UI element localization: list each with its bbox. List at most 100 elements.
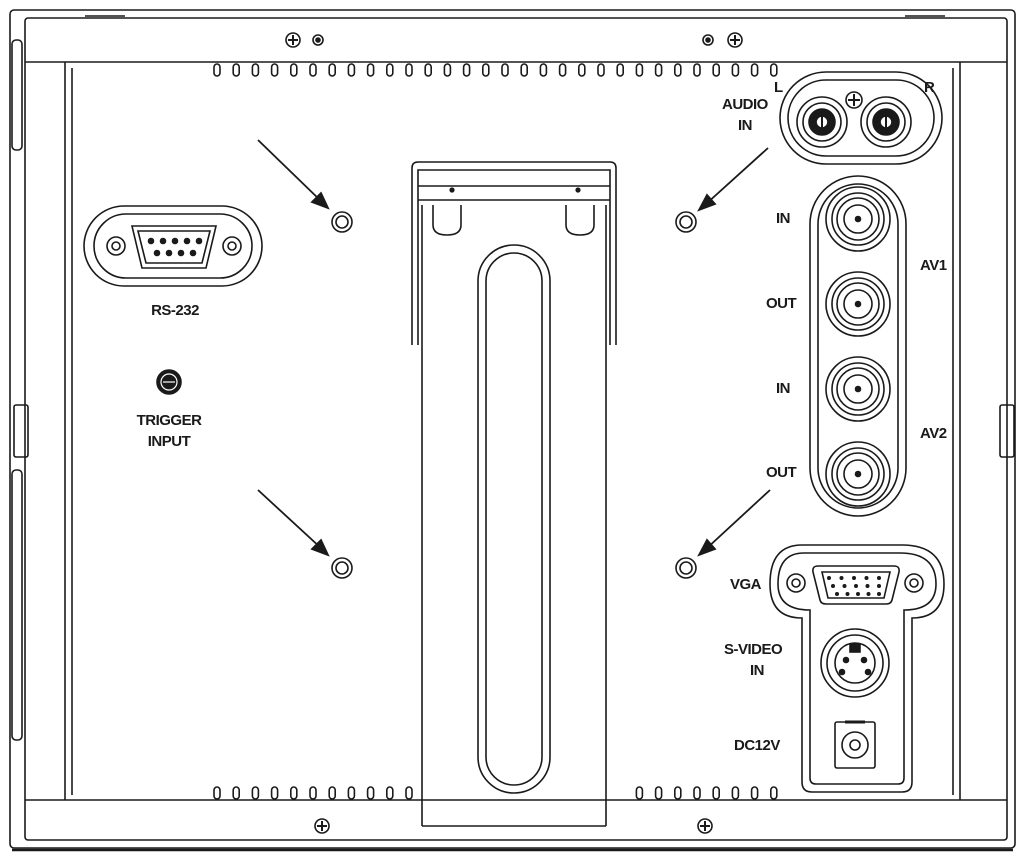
vent-slot — [405, 63, 413, 77]
arrows — [257, 139, 771, 557]
av1-out-label: OUT — [766, 295, 797, 312]
vent-slot — [366, 63, 375, 77]
rs232-label: RS-232 — [151, 302, 199, 319]
vga-label: VGA — [730, 576, 762, 593]
top-screws — [285, 32, 743, 48]
vent-slot — [693, 786, 701, 800]
vga-svideo-dc-plate — [769, 544, 945, 793]
vent-slot — [462, 63, 471, 77]
audio-in-label: AUDIO — [722, 96, 768, 113]
vesa-mount-holes — [331, 211, 697, 579]
arrow-icon — [257, 489, 330, 557]
vent-slot — [232, 786, 240, 800]
vent-slot — [520, 63, 529, 77]
mount-hole-icon — [331, 211, 353, 233]
vent-slot — [712, 786, 721, 800]
arrow-icon — [697, 489, 771, 557]
vent-slot — [693, 63, 701, 77]
vent-slot — [616, 63, 625, 77]
vent-slot — [232, 63, 240, 77]
vent-slot — [289, 63, 298, 77]
vent-slot — [405, 786, 413, 800]
audio-in-connectors — [779, 71, 943, 165]
screw-icon — [106, 236, 126, 256]
svideo-in-label: S-VIDEO — [724, 641, 783, 658]
dc12v-label: DC12V — [734, 737, 780, 754]
mount-hole-icon — [331, 557, 353, 579]
vent-slot — [347, 63, 356, 77]
vent-slot — [597, 63, 605, 77]
arrow-icon — [257, 139, 330, 210]
vent-slot — [750, 786, 759, 800]
vent-slot — [481, 63, 490, 77]
vent-slot — [213, 63, 221, 77]
top-vent-slots — [213, 63, 778, 77]
screw-icon — [845, 91, 863, 109]
housing — [9, 9, 1016, 852]
screw-icon — [285, 32, 301, 48]
mount-hole-icon — [675, 557, 697, 579]
audio-in-label-line2: IN — [738, 117, 753, 134]
bnc-jack-icon — [825, 186, 891, 252]
vent-slot — [654, 786, 663, 800]
vga-port-icon — [786, 565, 924, 605]
screw-icon — [727, 32, 743, 48]
vent-slot — [501, 63, 509, 77]
screw-icon — [222, 236, 242, 256]
vent-slot — [443, 63, 452, 77]
vent-slot — [673, 786, 682, 800]
stand-bracket — [411, 161, 617, 827]
bottom-screws — [314, 818, 713, 834]
vent-slot — [769, 63, 778, 77]
dc-power-jack-icon — [834, 720, 876, 769]
bottom-vent-slots — [213, 786, 778, 800]
audio-right-label: R — [924, 79, 935, 96]
vent-slot — [328, 63, 337, 77]
mount-hole-icon — [675, 211, 697, 233]
bnc-jack-icon — [825, 271, 891, 337]
vent-slot — [213, 786, 221, 800]
vent-slot — [654, 63, 663, 77]
vent-slot — [635, 63, 644, 77]
av2-label: AV2 — [920, 425, 947, 442]
vent-slot — [251, 63, 260, 77]
vent-slot — [731, 63, 740, 77]
vent-slot — [424, 63, 433, 77]
trigger-input-jack — [156, 369, 182, 395]
av1-in-label: IN — [776, 210, 791, 227]
vent-slot — [712, 63, 721, 77]
av2-out-label: OUT — [766, 464, 797, 481]
vent-slot — [309, 63, 317, 77]
rca-jack-icon — [796, 96, 848, 148]
rca-jack-icon — [860, 96, 912, 148]
bnc-jack-icon — [825, 441, 891, 507]
vent-slot — [750, 63, 759, 77]
screw-icon — [702, 34, 714, 46]
screw-icon — [312, 34, 324, 46]
vent-slot — [558, 63, 567, 77]
vent-slot — [577, 63, 586, 77]
screw-icon — [314, 818, 330, 834]
av1-label: AV1 — [920, 257, 947, 274]
trigger-input-label-line2: INPUT — [147, 433, 191, 450]
screw-icon — [697, 818, 713, 834]
vent-slot — [328, 786, 337, 800]
vent-slot — [366, 786, 375, 800]
vent-slot — [539, 63, 548, 77]
svideo-port-icon — [820, 628, 890, 698]
rs232-connector — [83, 205, 263, 287]
audio-left-label: L — [774, 79, 783, 96]
vent-slot — [635, 786, 644, 800]
svideo-in-label-line2: IN — [750, 662, 765, 679]
av2-in-label: IN — [776, 380, 791, 397]
vent-slot — [270, 786, 279, 800]
vent-slot — [385, 786, 394, 800]
vent-slot — [251, 786, 260, 800]
bnc-jack-icon — [825, 356, 891, 422]
vent-slot — [731, 786, 740, 800]
vent-slot — [769, 786, 778, 800]
bnc-connectors — [809, 175, 907, 517]
vent-slot — [347, 786, 356, 800]
